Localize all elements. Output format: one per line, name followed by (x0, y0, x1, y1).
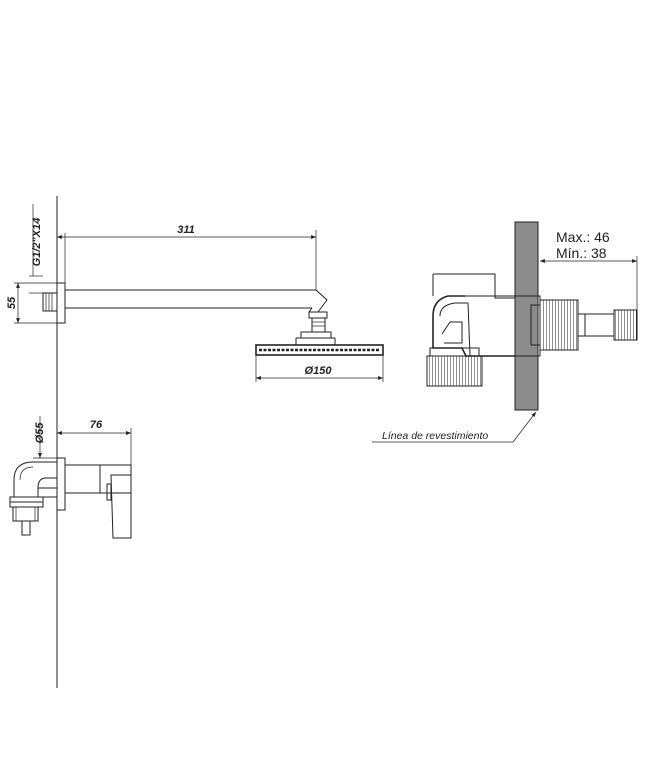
dimension-arm-length: 311 (57, 224, 317, 290)
wall-section (514, 221, 539, 411)
dimension-valve-flange-label: Ø55 (34, 422, 46, 444)
dimension-head-diameter-label: Ø150 (305, 365, 333, 377)
dimension-flange-height-label: 55 (6, 296, 18, 309)
wall-line-label: Línea de revestimiento (382, 430, 488, 442)
dimension-valve-depth: 76 (57, 419, 132, 475)
shower-head (255, 344, 384, 356)
wall-valve (9, 457, 132, 539)
dimension-valve-flange: Ø55 (33, 416, 57, 459)
dimension-thread: G1/2"X14 (29, 204, 43, 294)
wall-line-callout: Línea de revestimiento (372, 411, 537, 443)
min-label: Mín.: 38 (556, 245, 607, 261)
dimension-flange-height: 55 (6, 282, 57, 324)
max-label: Max.: 46 (556, 229, 610, 245)
dimension-arm-length-label: 311 (177, 224, 195, 236)
dimension-thread-label: G1/2"X14 (31, 218, 43, 267)
dimension-max-min: Max.: 46 Mín.: 38 (537, 226, 638, 310)
valve-cartridge-detail (426, 273, 638, 387)
dimension-valve-depth-label: 76 (90, 419, 103, 431)
shower-arm (42, 282, 336, 345)
dimension-head-diameter: Ø150 (255, 355, 384, 382)
